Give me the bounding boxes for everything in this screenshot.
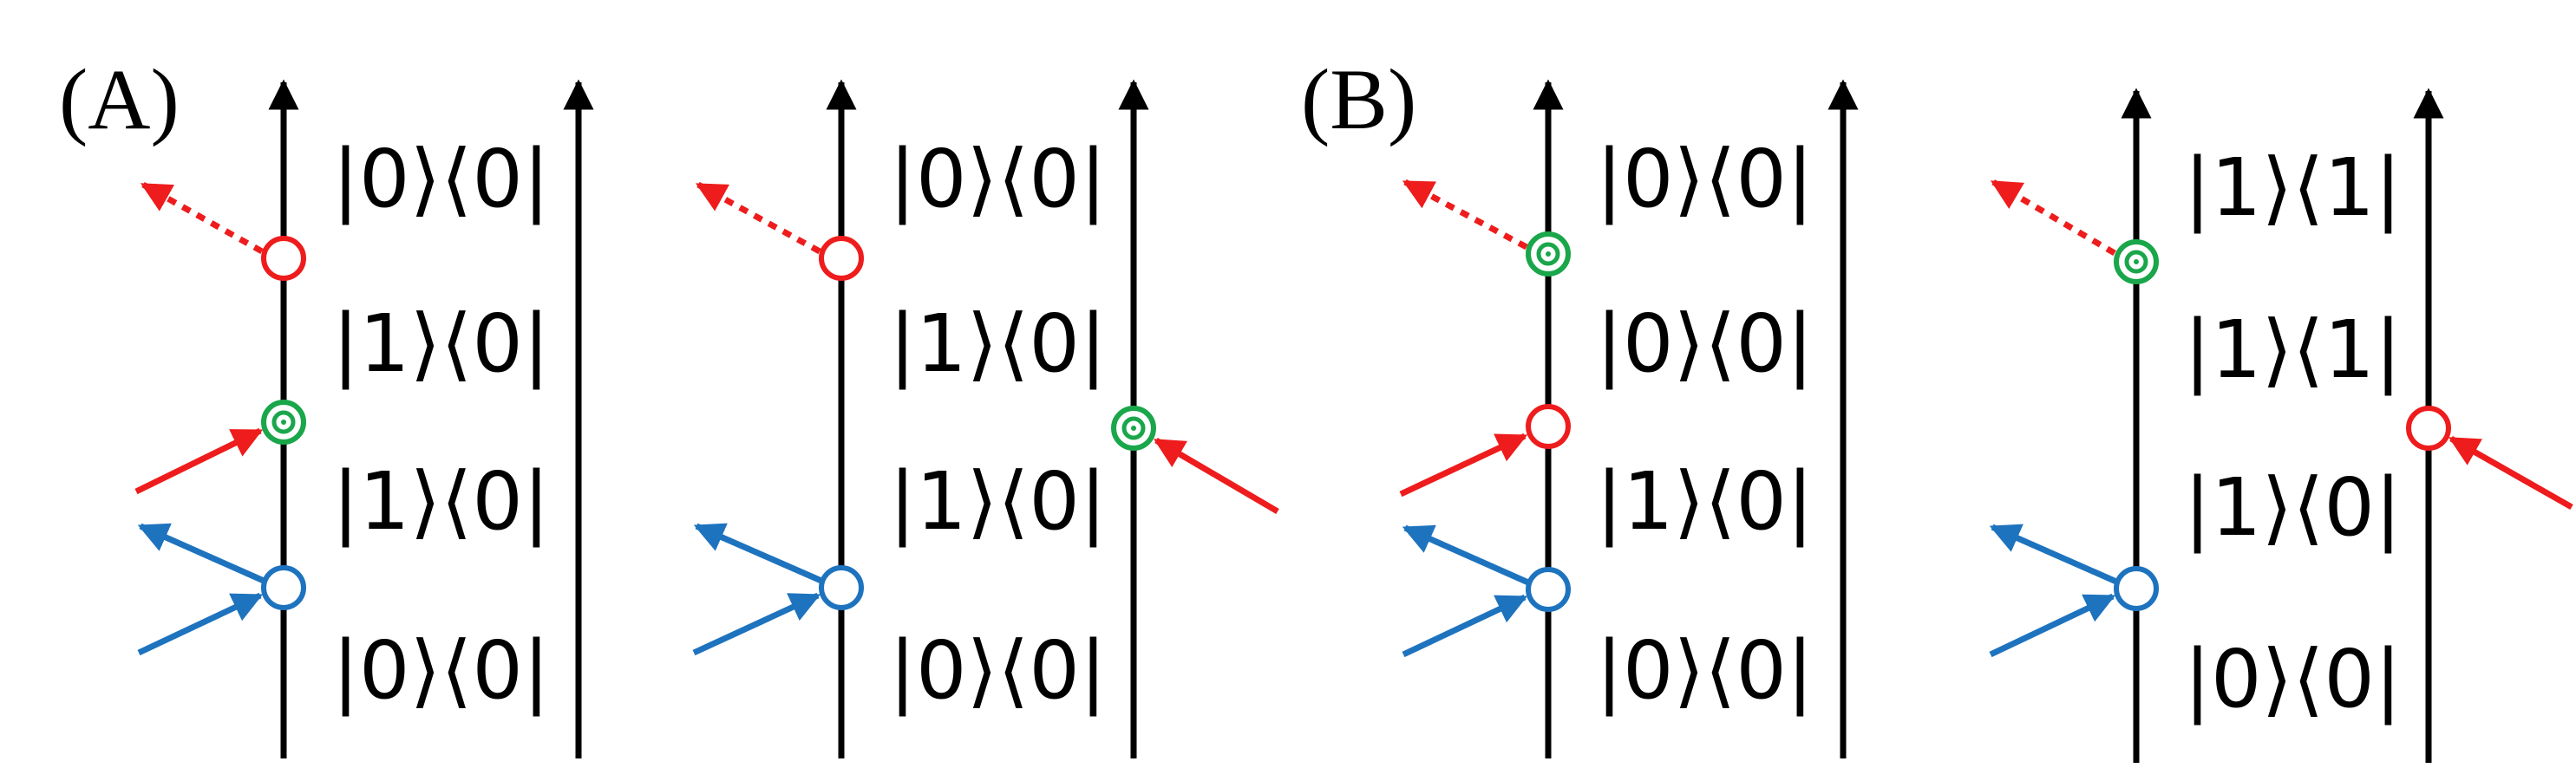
state-label-3: |1⟩⟨0|	[2184, 461, 2402, 554]
panel-label-b: (B)	[1301, 51, 1416, 147]
panel-label-a: (A)	[59, 51, 180, 147]
diagram-a1: |0⟩⟨0| |1⟩⟨0| |1⟩⟨0| |0⟩⟨0|	[134, 79, 594, 758]
red-vertex	[819, 236, 864, 281]
blue-in-arrow	[137, 592, 264, 656]
green-vertex	[1111, 406, 1156, 451]
diagram-b2: |1⟩⟨1| |1⟩⟨1| |1⟩⟨0| |0⟩⟨0|	[1989, 88, 2573, 763]
blue-out-arrow	[693, 523, 823, 584]
blue-vertex	[261, 565, 306, 610]
state-label-1: |0⟩⟨0|	[889, 133, 1107, 225]
green-vertex	[261, 400, 306, 445]
blue-out-arrow	[1402, 524, 1530, 586]
green-vertex	[1526, 231, 1571, 277]
blue-out-arrow	[137, 523, 265, 584]
red-dotted-out-arrow	[140, 181, 264, 255]
blue-vertex	[1526, 567, 1571, 612]
red-in-arrow	[2448, 435, 2573, 511]
red-vertex	[261, 236, 306, 281]
red-dotted-out-arrow	[1990, 179, 2116, 257]
state-label-4: |0⟩⟨0|	[889, 624, 1107, 717]
state-label-2: |1⟩⟨0|	[889, 297, 1107, 390]
state-label-4: |0⟩⟨0|	[332, 624, 550, 717]
state-label-3: |1⟩⟨0|	[1596, 455, 1814, 548]
state-label-4: |0⟩⟨0|	[1596, 624, 1814, 717]
diagram-a2: |0⟩⟨0| |1⟩⟨0| |1⟩⟨0| |0⟩⟨0|	[692, 79, 1279, 758]
diagram-b1: |0⟩⟨0| |0⟩⟨0| |1⟩⟨0| |0⟩⟨0|	[1399, 79, 1859, 758]
red-vertex	[1526, 404, 1571, 449]
red-in-arrow	[1153, 437, 1279, 515]
state-label-1: |1⟩⟨1|	[2184, 141, 2402, 234]
red-dotted-out-arrow	[695, 181, 821, 255]
blue-out-arrow	[1989, 524, 2118, 585]
green-vertex	[2114, 239, 2159, 284]
blue-in-arrow	[1989, 593, 2116, 658]
state-label-2: |1⟩⟨1|	[2184, 303, 2402, 396]
state-label-2: |1⟩⟨0|	[332, 297, 550, 390]
state-label-1: |0⟩⟨0|	[332, 133, 550, 225]
state-label-3: |1⟩⟨0|	[889, 455, 1107, 548]
state-label-2: |0⟩⟨0|	[1596, 297, 1814, 390]
red-dotted-out-arrow	[1402, 179, 1528, 251]
blue-vertex	[819, 565, 864, 610]
blue-in-arrow	[692, 592, 821, 656]
blue-vertex	[2114, 566, 2159, 611]
state-label-3: |1⟩⟨0|	[332, 455, 550, 548]
state-label-1: |0⟩⟨0|	[1596, 133, 1814, 225]
state-label-4: |0⟩⟨0|	[2184, 633, 2402, 726]
blue-in-arrow	[1402, 594, 1528, 658]
red-in-arrow	[134, 427, 264, 495]
red-in-arrow	[1399, 433, 1528, 498]
red-vertex	[2406, 406, 2451, 451]
